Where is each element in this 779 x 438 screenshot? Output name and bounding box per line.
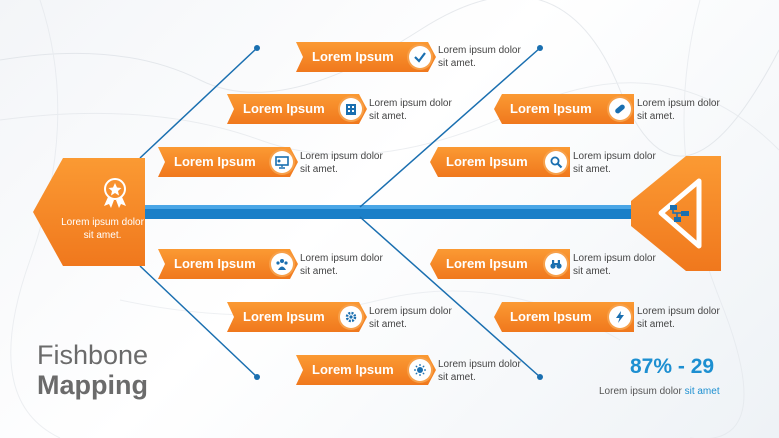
stat-highlight: sit amet — [684, 386, 720, 397]
team-icon — [271, 253, 293, 275]
cause-desc-4: Lorem ipsum dolor sit amet. — [300, 253, 383, 277]
cause-desc-8: Lorem ipsum dolor sit amet. — [573, 151, 656, 175]
bone-left-lower — [139, 265, 258, 378]
lightning-icon — [609, 306, 631, 328]
sun-icon — [409, 359, 431, 381]
cause-desc-10: Lorem ipsum dolor sit amet. — [637, 306, 720, 330]
flowchart-icon — [670, 205, 689, 222]
check-badge-icon — [409, 46, 431, 68]
bone-right-lower — [359, 216, 541, 378]
building-icon — [340, 98, 362, 120]
pill-icon — [609, 98, 631, 120]
stat-value: 87% - 29 — [630, 355, 715, 378]
search-icon — [545, 151, 567, 173]
cause-desc-3: Lorem ipsum dolor sit amet. — [300, 151, 383, 175]
gear-icon — [340, 306, 362, 328]
title-line-2: Mapping — [37, 370, 148, 400]
cause-pill-8: Lorem Ipsum — [430, 147, 570, 177]
bone-right-upper — [359, 47, 541, 208]
cause-pill-10: Lorem Ipsum — [494, 302, 634, 332]
cause-desc-2: Lorem ipsum dolor sit amet. — [369, 98, 452, 122]
cause-desc-1: Lorem ipsum dolor sit amet. — [438, 45, 521, 69]
cause-desc-7: Lorem ipsum dolor sit amet. — [637, 98, 720, 122]
cause-pill-5: Lorem Ipsum — [227, 302, 367, 332]
title-line-1: Fishbone — [37, 340, 149, 370]
medal-icon — [104, 178, 126, 208]
cause-pill-2: Lorem Ipsum — [227, 94, 367, 124]
binoculars-icon — [545, 253, 567, 275]
bone-left-upper — [139, 47, 258, 159]
cause-desc-9: Lorem ipsum dolor sit amet. — [573, 253, 656, 277]
cause-desc-6: Lorem ipsum dolor sit amet. — [438, 359, 521, 383]
stat-subtitle: Lorem ipsum dolor sit amet — [599, 386, 720, 397]
cause-pill-4: Lorem Ipsum — [158, 249, 298, 279]
presentation-icon — [271, 151, 293, 173]
head-text: Lorem ipsum dolor sit amet. — [61, 217, 144, 241]
cause-desc-5: Lorem ipsum dolor sit amet. — [369, 306, 452, 330]
